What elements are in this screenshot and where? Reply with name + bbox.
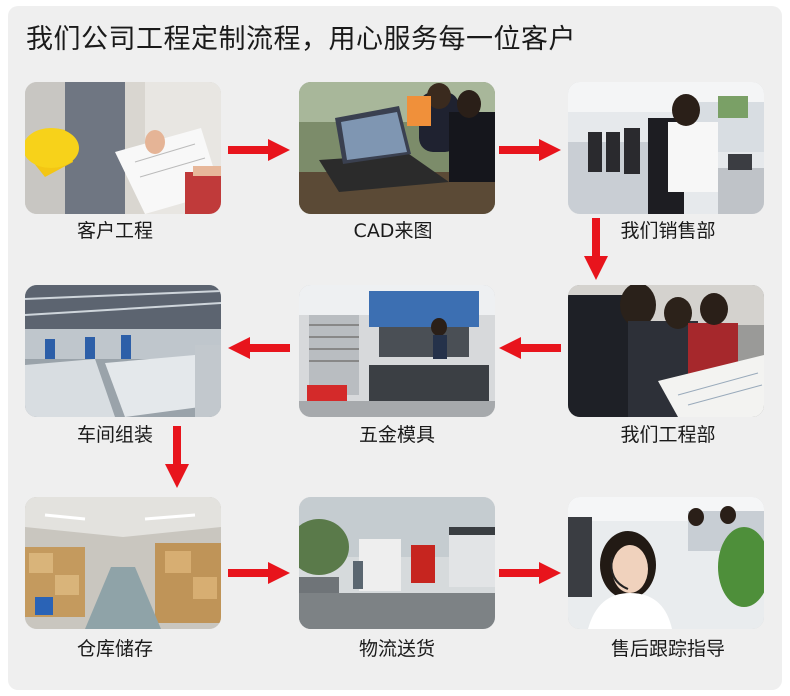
warehouse-storage-photo xyxy=(25,497,221,629)
arrow-right-icon xyxy=(499,139,561,161)
hardware-mold-photo xyxy=(299,285,495,417)
step-label-customer-engineering: 客户工程 xyxy=(76,220,153,242)
step-label-engineering-department: 我们工程部 xyxy=(620,424,716,446)
cad-drawing-photo xyxy=(299,82,495,214)
arrow-right-icon xyxy=(228,139,290,161)
arrow-left-icon xyxy=(499,337,561,359)
step-label-after-sales-guidance: 售后跟踪指导 xyxy=(610,638,725,660)
step-label-sales-department: 我们销售部 xyxy=(620,220,716,242)
engineering-department-photo xyxy=(568,285,764,417)
arrow-down-icon xyxy=(584,218,608,280)
logistics-delivery-photo xyxy=(299,497,495,629)
sales-department-photo xyxy=(568,82,764,214)
step-label-cad-drawing: CAD来图 xyxy=(353,220,433,242)
step-label-workshop-assembly: 车间组装 xyxy=(76,424,153,446)
page-title: 我们公司工程定制流程，用心服务每一位客户 xyxy=(26,24,576,55)
after-sales-guidance-photo xyxy=(568,497,764,629)
workshop-assembly-photo xyxy=(25,285,221,417)
step-label-hardware-mold: 五金模具 xyxy=(358,424,435,446)
arrow-right-icon xyxy=(499,562,561,584)
arrow-down-icon xyxy=(165,426,189,488)
arrow-left-icon xyxy=(228,337,290,359)
step-label-logistics-delivery: 物流送货 xyxy=(358,638,435,660)
arrow-right-icon xyxy=(228,562,290,584)
step-label-warehouse-storage: 仓库储存 xyxy=(76,638,153,660)
customer-engineering-photo xyxy=(25,82,221,214)
